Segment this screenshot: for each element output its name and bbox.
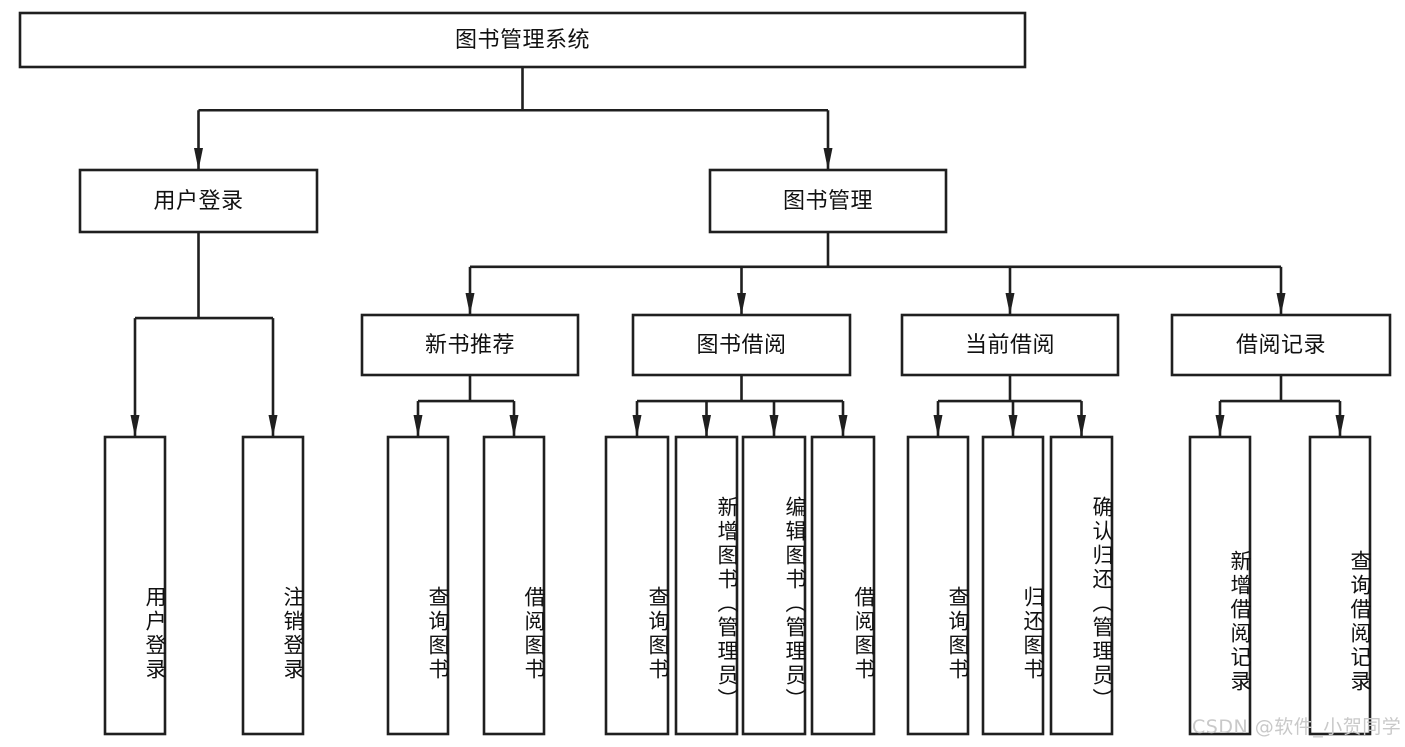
node-box-root[interactable]	[18, 11, 1027, 69]
arrow-head	[933, 415, 943, 437]
node-label-book-manage: 图书管理	[783, 189, 873, 214]
node-label-root: 图书管理系统	[455, 28, 590, 53]
arrow-head	[509, 415, 519, 437]
arrow-head	[702, 415, 711, 437]
node-box-new-book-recommend[interactable]	[360, 313, 580, 377]
arrow-head	[413, 415, 423, 437]
arrow-head	[465, 293, 475, 315]
node-box-leaf-edit-book[interactable]	[741, 435, 807, 736]
node-box-leaf-user-login[interactable]	[103, 435, 167, 736]
arrow-head	[194, 148, 203, 170]
node-box-leaf-query-record[interactable]	[1308, 435, 1372, 736]
arrow-head	[1276, 293, 1286, 315]
arrow-head	[1077, 415, 1086, 437]
arrow-head	[823, 148, 833, 170]
arrow-head	[1005, 293, 1015, 315]
arrow-head	[268, 415, 278, 437]
node-box-leaf-return-book[interactable]	[981, 435, 1045, 736]
arrow-head	[130, 415, 140, 437]
node-box-book-manage[interactable]	[708, 168, 948, 234]
boxes-layer	[18, 11, 1392, 736]
node-box-leaf-add-book[interactable]	[674, 435, 739, 736]
arrow-head	[838, 415, 848, 437]
node-box-leaf-borrow-book-2[interactable]	[810, 435, 876, 736]
watermark-text: CSDN @软件_小贺同学	[1192, 716, 1402, 738]
node-label-new-book-recommend: 新书推荐	[425, 333, 515, 358]
node-box-leaf-borrow-book-1[interactable]	[482, 435, 546, 736]
node-box-leaf-query-book-3[interactable]	[906, 435, 970, 736]
node-box-leaf-query-book-2[interactable]	[604, 435, 670, 736]
arrow-head	[1008, 415, 1018, 437]
node-label-book-borrow: 图书借阅	[696, 333, 786, 358]
arrow-head	[1215, 415, 1225, 437]
node-box-user-login[interactable]	[78, 168, 319, 234]
node-box-leaf-query-book-1[interactable]	[386, 435, 450, 736]
connectors-layer	[130, 67, 1345, 437]
node-box-leaf-add-record[interactable]	[1188, 435, 1252, 736]
node-label-borrow-record: 借阅记录	[1236, 333, 1326, 358]
arrow-head	[769, 415, 779, 437]
arrow-head	[737, 293, 746, 315]
node-label-user-login: 用户登录	[153, 189, 243, 214]
node-box-leaf-user-logout[interactable]	[241, 435, 305, 736]
arrow-head	[1335, 415, 1345, 437]
node-box-book-borrow[interactable]	[631, 313, 852, 377]
arrow-head	[632, 415, 642, 437]
node-label-current-borrow: 当前借阅	[965, 333, 1055, 358]
node-box-borrow-record[interactable]	[1170, 313, 1392, 377]
node-box-leaf-confirm-return[interactable]	[1049, 435, 1114, 736]
node-box-current-borrow[interactable]	[900, 313, 1120, 377]
